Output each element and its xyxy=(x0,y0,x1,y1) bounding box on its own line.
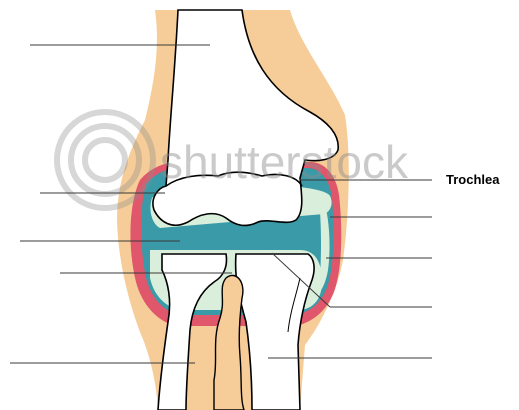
trochlea-label: Trochlea xyxy=(446,172,500,187)
watermark-ring-inner xyxy=(85,140,125,180)
